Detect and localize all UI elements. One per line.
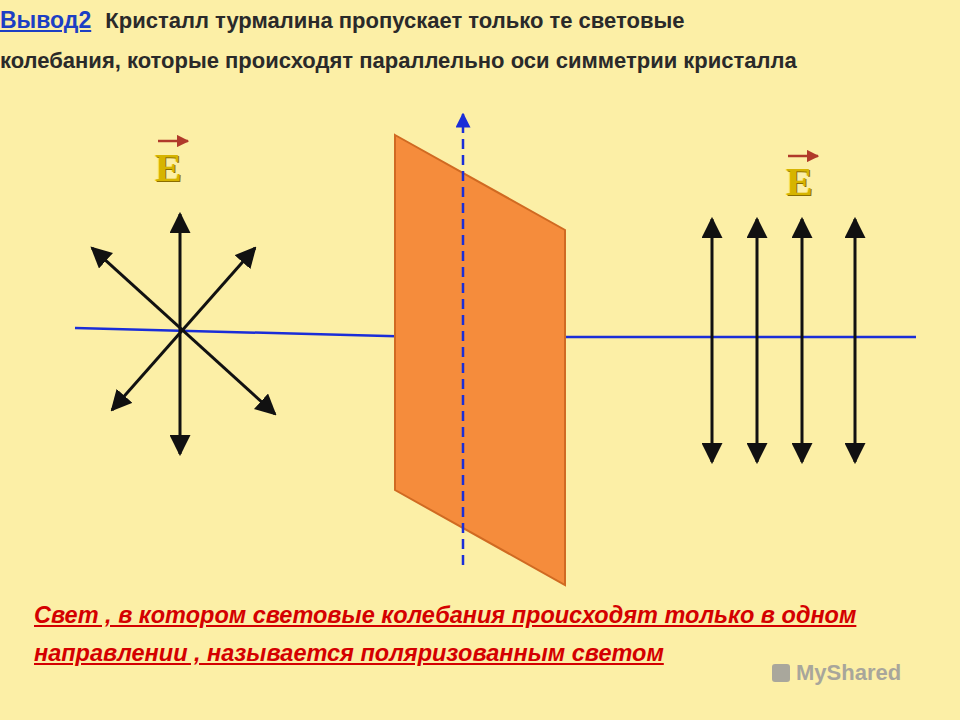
heading-text: Кристалл турмалина пропускает только те …: [0, 8, 797, 73]
unpolarized-vectors: [92, 214, 275, 454]
conclusion-heading: Вывод2 Кристалл турмалина пропускает тол…: [0, 0, 800, 81]
vector-symbol: E: [155, 148, 182, 188]
watermark: MyShared: [796, 660, 901, 686]
vector-arrow: [158, 141, 818, 156]
heading-label: Вывод2: [0, 7, 91, 33]
polarized-vectors: [712, 219, 855, 462]
watermark-icon: [772, 664, 790, 682]
tourmaline-crystal: [395, 135, 565, 585]
vector-symbol: E: [786, 162, 813, 202]
crystal-axis: [462, 114, 465, 565]
